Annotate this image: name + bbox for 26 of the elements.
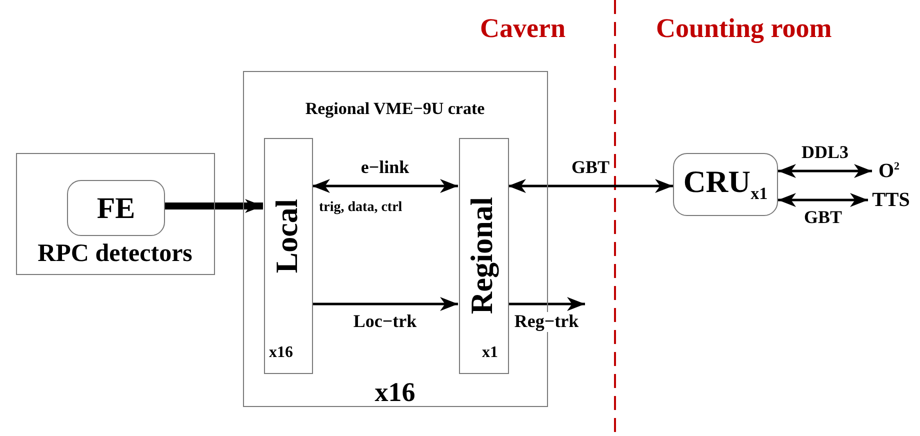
- module-box: [67, 180, 165, 236]
- unit-box: [673, 153, 778, 216]
- arrow: [508, 179, 673, 193]
- board-box: [459, 138, 509, 374]
- board-box: [264, 138, 313, 374]
- vertical-label: Local: [270, 199, 305, 274]
- node-label: CRU$_{x1}$: [683, 165, 768, 204]
- zone-label: Counting room: [656, 14, 832, 44]
- detector-box: [16, 153, 215, 275]
- vertical-label: Regional: [465, 197, 500, 314]
- zone-label: Cavern: [480, 14, 566, 44]
- edge-label: Reg−trk: [512, 312, 581, 332]
- node-label: Regional VME−9U crate: [304, 100, 486, 119]
- node-label: FE: [96, 192, 136, 224]
- arrow: [312, 297, 458, 311]
- node-label: x16: [269, 344, 293, 362]
- node-label: x1: [482, 344, 498, 362]
- arrow: [778, 164, 872, 178]
- node-label: RPC detectors: [36, 240, 194, 268]
- node-label: O$^{2}$: [878, 160, 900, 182]
- arrow: [164, 199, 263, 213]
- node-label: TTS: [872, 189, 910, 211]
- arrow: [508, 297, 585, 311]
- arrow: [778, 193, 868, 207]
- arrow: [312, 179, 458, 193]
- node-label: x16: [374, 378, 416, 408]
